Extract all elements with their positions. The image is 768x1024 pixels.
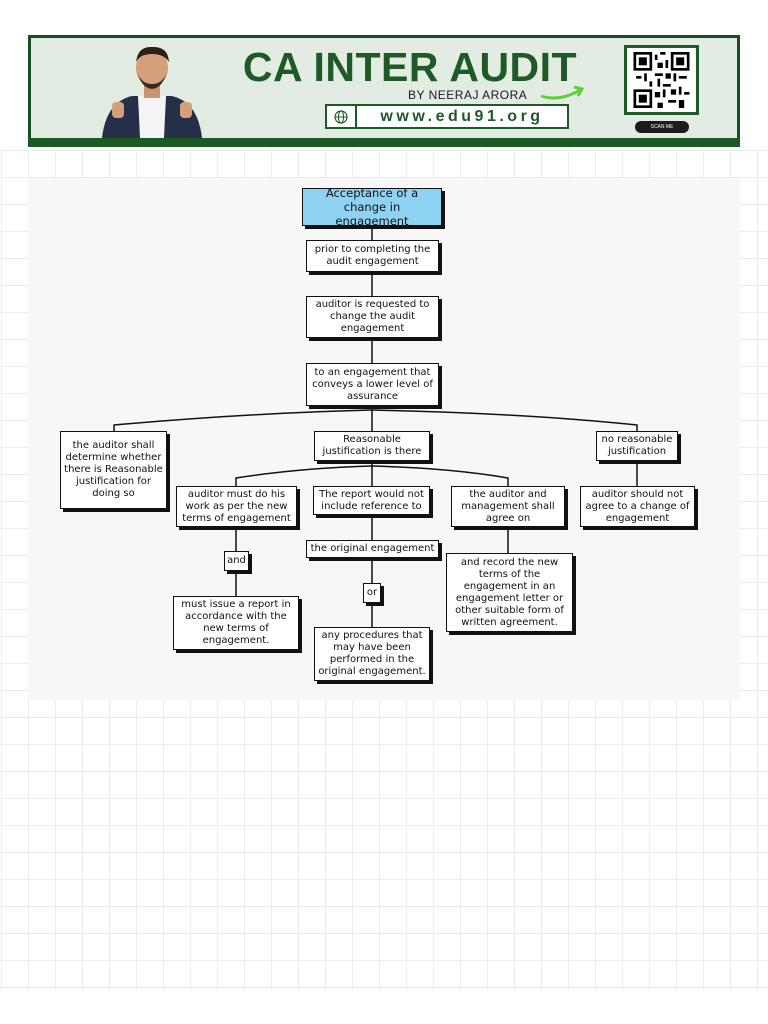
scan-me-label: SCAN ME [635, 121, 689, 133]
globe-icon [334, 109, 348, 124]
website-url: www.edu91.org [380, 107, 544, 125]
banner-bottom-strip [28, 138, 740, 147]
qr-code[interactable] [624, 45, 699, 115]
node-original-engagement: the original engagement [306, 540, 439, 558]
node-report-not-include: The report would not include reference t… [313, 486, 430, 515]
node-root: Acceptance of a change in engagement [302, 186, 442, 228]
node-and-connector: and [224, 551, 249, 571]
node-should-not-agree: auditor should not agree to a change of … [580, 486, 695, 527]
node-reasonable-justification: Reasonable justification is there [314, 431, 430, 461]
node-or-connector: or [363, 583, 381, 603]
node-prior-to-completing: prior to completing the audit engagement [306, 240, 439, 272]
node-lower-assurance: to an engagement that conveys a lower le… [306, 363, 439, 406]
node-auditor-must-do: auditor must do his work as per the new … [176, 486, 297, 527]
node-no-reasonable-justification: no reasonable justification [596, 431, 678, 461]
node-auditor-requested: auditor is requested to change the audit… [306, 296, 439, 338]
arrow-icon [540, 85, 585, 100]
banner-title: CA INTER AUDIT [242, 44, 578, 90]
website-link[interactable]: www.edu91.org [325, 104, 569, 129]
node-auditor-management-agree: the auditor and management shall agree o… [451, 486, 565, 527]
node-must-issue-report: must issue a report in accordance with t… [173, 596, 299, 650]
node-auditor-determine: the auditor shall determine whether ther… [60, 431, 167, 509]
banner-subtitle: BY NEERAJ ARORA [408, 88, 528, 102]
node-record-new-terms: and record the new terms of the engageme… [446, 553, 573, 632]
presenter-photo [102, 46, 202, 138]
node-any-procedures: any procedures that may have been perfor… [314, 627, 430, 681]
qr-code-icon [633, 52, 690, 108]
